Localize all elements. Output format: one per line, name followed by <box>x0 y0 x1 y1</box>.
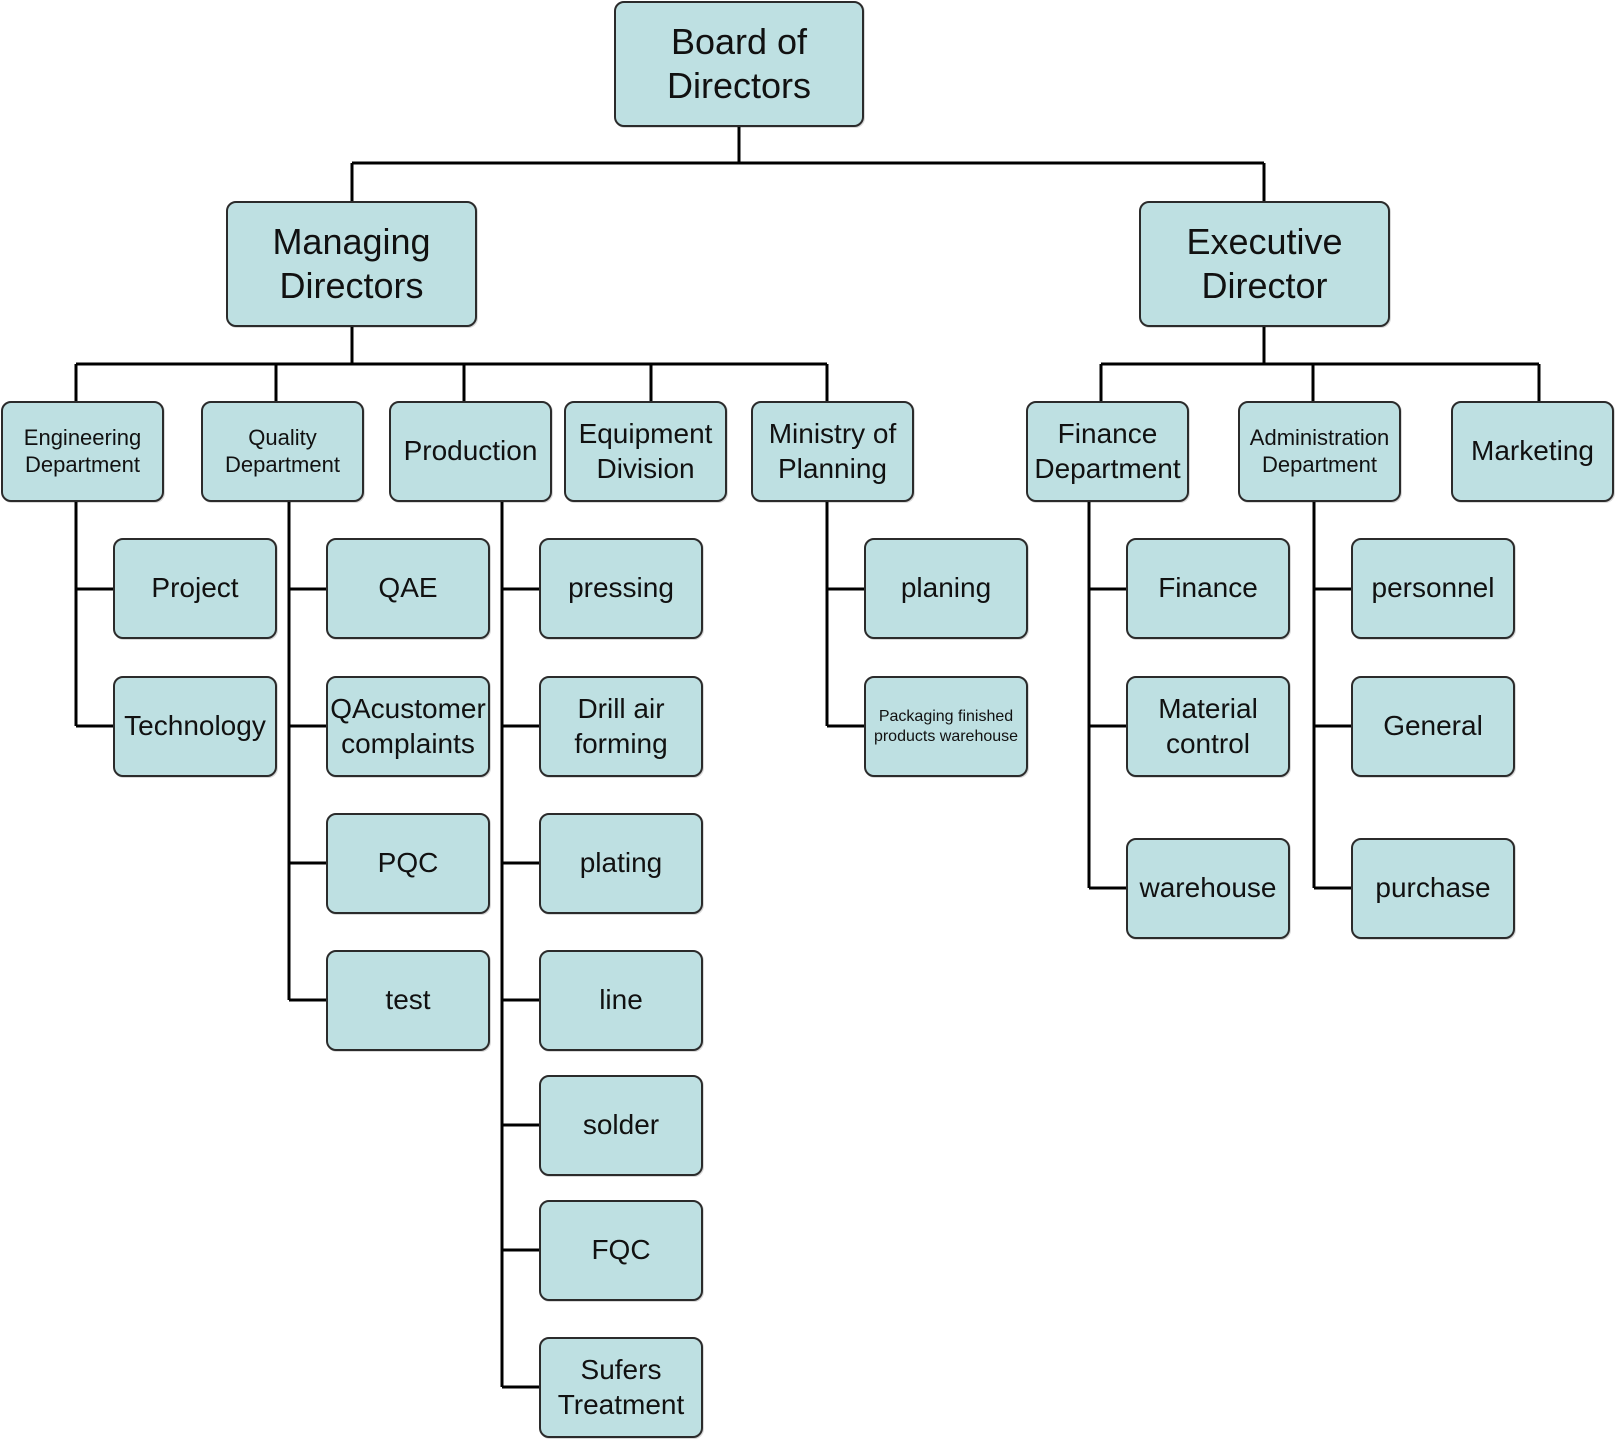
planing-box: planing <box>864 538 1028 639</box>
purchase-box: purchase <box>1351 838 1515 939</box>
finance-box: Finance <box>1126 538 1290 639</box>
administration-department-box: Administration Department <box>1238 401 1401 502</box>
managing-directors-box: Managing Directors <box>226 201 477 327</box>
marketing-box: Marketing <box>1451 401 1614 502</box>
ministry-of-planning-box: Ministry of Planning <box>751 401 914 502</box>
production-box: Production <box>389 401 552 502</box>
quality-department-box: Quality Department <box>201 401 364 502</box>
pressing-box: pressing <box>539 538 703 639</box>
personnel-box: personnel <box>1351 538 1515 639</box>
warehouse-box: warehouse <box>1126 838 1290 939</box>
general-box: General <box>1351 676 1515 777</box>
test-box: test <box>326 950 490 1051</box>
line-box: line <box>539 950 703 1051</box>
sufers-treatment-box: Sufers Treatment <box>539 1337 703 1438</box>
plating-box: plating <box>539 813 703 914</box>
material-control-box: Material control <box>1126 676 1290 777</box>
board-of-directors-box: Board of Directors <box>614 1 864 127</box>
engineering-department-box: Engineering Department <box>1 401 164 502</box>
fqc-box: FQC <box>539 1200 703 1301</box>
finance-department-box: Finance Department <box>1026 401 1189 502</box>
technology-box: Technology <box>113 676 277 777</box>
drill-air-forming-box: Drill air forming <box>539 676 703 777</box>
equipment-division-box: Equipment Division <box>564 401 727 502</box>
executive-director-box: Executive Director <box>1139 201 1390 327</box>
pqc-box: PQC <box>326 813 490 914</box>
packaging-warehouse-box: Packaging finished products warehouse <box>864 676 1028 777</box>
qae-box: QAE <box>326 538 490 639</box>
solder-box: solder <box>539 1075 703 1176</box>
qa-customer-complaints-box: QAcustomer complaints <box>326 676 490 777</box>
project-box: Project <box>113 538 277 639</box>
